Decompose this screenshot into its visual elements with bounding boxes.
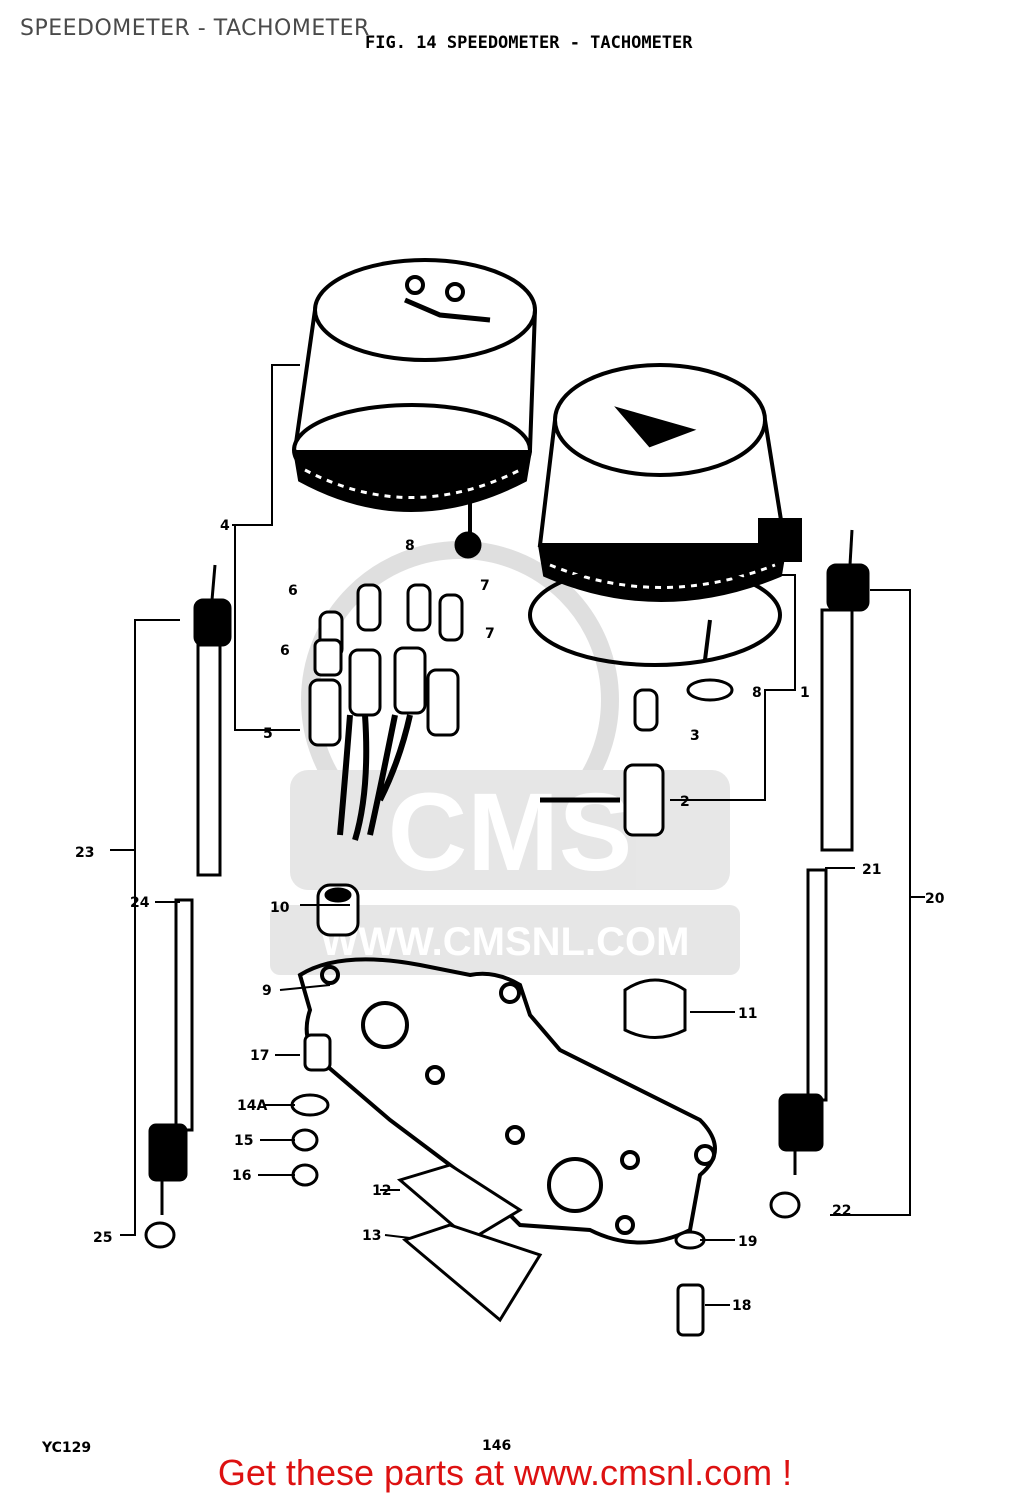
callout-label: 17: [250, 1048, 269, 1064]
callout-labels: 4 8 6 7 7 6 5 1 8 3 2 23 24 21 20 10 9 1…: [75, 518, 945, 1314]
callout-label: 24: [130, 895, 150, 911]
callout-label: 3: [690, 728, 700, 744]
page-title: SPEEDOMETER - TACHOMETER: [20, 16, 370, 41]
callout-label: 2: [680, 794, 690, 810]
callout-label: 7: [485, 626, 495, 642]
callout-label: 7: [480, 578, 490, 594]
callout-label: 14A: [237, 1098, 267, 1114]
callout-label: 10: [270, 900, 290, 916]
callout-label: 1: [800, 685, 810, 701]
callout-label: 8: [405, 538, 415, 554]
callout-label: 9: [262, 983, 272, 999]
callout-label: 21: [862, 862, 881, 878]
speedometer-cable: [148, 564, 232, 1215]
tachometer-gauge: [528, 363, 802, 667]
callout-label: 15: [234, 1133, 253, 1149]
watermark-url: WWW.CMSNL.COM: [321, 920, 690, 964]
tachometer-cable: [778, 529, 870, 1175]
mounting-bracket: [297, 957, 717, 1245]
parts-store-link[interactable]: Get these parts at www.cmsnl.com !: [217, 1452, 793, 1493]
callout-label: 13: [362, 1228, 381, 1244]
callout-label: 22: [832, 1203, 851, 1219]
figure-code: YC129: [41, 1440, 91, 1456]
callout-label: 18: [732, 1298, 751, 1314]
page-number: 146: [482, 1438, 511, 1454]
callout-label: 12: [372, 1183, 391, 1199]
figure-title: FIG. 14 SPEEDOMETER - TACHOMETER: [365, 33, 693, 53]
callout-label: 6: [288, 583, 298, 599]
hardware-parts: [144, 883, 801, 1337]
callout-label: 6: [280, 643, 290, 659]
callout-label: 23: [75, 845, 94, 861]
bulb-socket-assembly: [308, 531, 734, 841]
callout-label: 16: [232, 1168, 251, 1184]
watermark-logo: CMS: [388, 771, 632, 894]
callout-label: 25: [93, 1230, 112, 1246]
callout-label: 8: [752, 685, 762, 701]
callout-label: 19: [738, 1234, 757, 1250]
leader-lines: [110, 364, 925, 1306]
speedometer-gauge: [292, 258, 537, 540]
callout-label: 11: [738, 1006, 757, 1022]
callout-label: 5: [263, 726, 273, 742]
callout-label: 20: [925, 891, 945, 907]
callout-label: 4: [220, 518, 230, 534]
